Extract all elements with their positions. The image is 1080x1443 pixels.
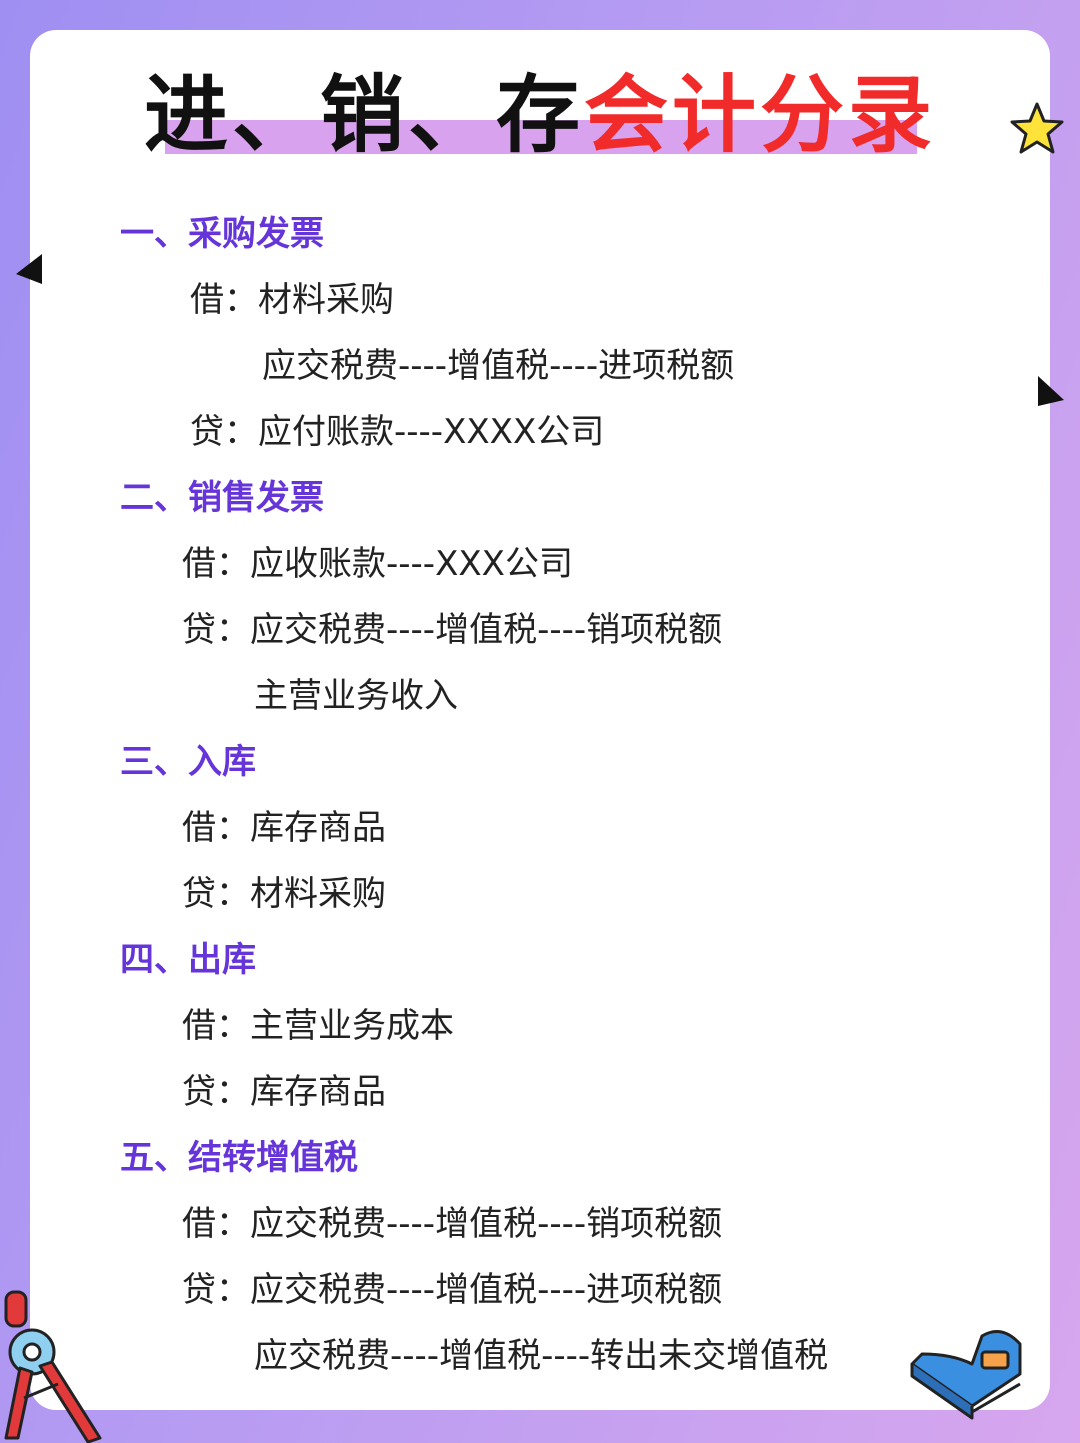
entry-line: 应交税费----增值税----转出未交增值税 — [254, 1334, 828, 1378]
debit-label: 借： — [182, 808, 250, 848]
entry-text: 应付账款----XXXX公司 — [258, 412, 605, 452]
entry-text: 主营业务收入 — [254, 676, 458, 716]
credit-label: 贷： — [182, 874, 250, 914]
entry-text: 应交税费----增值税----进项税额 — [250, 1270, 723, 1310]
debit-label: 借： — [182, 1006, 250, 1046]
section-heading-1: 一、采购发票 — [120, 214, 324, 254]
tape-dispenser-icon — [910, 1330, 1022, 1420]
entry-text: 主营业务成本 — [250, 1006, 454, 1046]
section-heading-3: 三、入库 — [120, 742, 256, 782]
title-part-black: 进、销、存 — [143, 66, 584, 164]
entry-line: 应交税费----增值税----进项税额 — [262, 344, 734, 388]
title-block: 进、销、存会计分录 — [0, 60, 1080, 170]
entry-text: 库存商品 — [250, 808, 386, 848]
page-title: 进、销、存会计分录 — [0, 60, 1080, 170]
credit-label: 贷： — [182, 1270, 250, 1310]
triangle-icon — [1038, 376, 1064, 406]
entry-line: 借：库存商品 — [182, 806, 386, 850]
entry-line: 借：应交税费----增值税----销项税额 — [182, 1202, 722, 1246]
entry-line: 主营业务收入 — [254, 674, 458, 718]
credit-label: 贷： — [182, 610, 250, 650]
entry-text: 应交税费----增值税----转出未交增值税 — [254, 1336, 829, 1376]
entry-text: 材料采购 — [258, 280, 394, 320]
title-part-red: 会计分录 — [584, 66, 937, 164]
entry-text: 应收账款----XXX公司 — [250, 544, 573, 584]
entry-line: 借：应收账款----XXX公司 — [182, 542, 573, 586]
entry-line: 借：主营业务成本 — [182, 1004, 454, 1048]
entry-line: 借：材料采购 — [190, 278, 394, 322]
entry-text: 材料采购 — [250, 874, 386, 914]
entry-line: 贷：应交税费----增值税----进项税额 — [182, 1268, 722, 1312]
entry-text: 应交税费----增值税----销项税额 — [250, 610, 723, 650]
entry-text: 应交税费----增值税----进项税额 — [262, 346, 735, 386]
debit-label: 借： — [190, 280, 258, 320]
credit-label: 贷： — [182, 1072, 250, 1112]
entry-line: 贷：材料采购 — [182, 872, 386, 916]
debit-label: 借： — [182, 1204, 250, 1244]
credit-label: 贷： — [190, 412, 258, 452]
section-heading-2: 二、销售发票 — [120, 478, 324, 518]
section-heading-4: 四、出库 — [120, 940, 256, 980]
content-card — [30, 30, 1050, 1410]
entry-line: 贷：应付账款----XXXX公司 — [190, 410, 604, 454]
title-highlight-bar — [165, 120, 917, 154]
entry-line: 贷：应交税费----增值税----销项税额 — [182, 608, 722, 652]
compass-icon — [4, 1290, 102, 1443]
triangle-icon — [16, 254, 42, 284]
debit-label: 借： — [182, 544, 250, 584]
section-heading-5: 五、结转增值税 — [120, 1138, 358, 1178]
entry-text: 应交税费----增值税----销项税额 — [250, 1204, 723, 1244]
entry-line: 贷：库存商品 — [182, 1070, 386, 1114]
entry-text: 库存商品 — [250, 1072, 386, 1112]
star-icon — [1010, 102, 1064, 154]
